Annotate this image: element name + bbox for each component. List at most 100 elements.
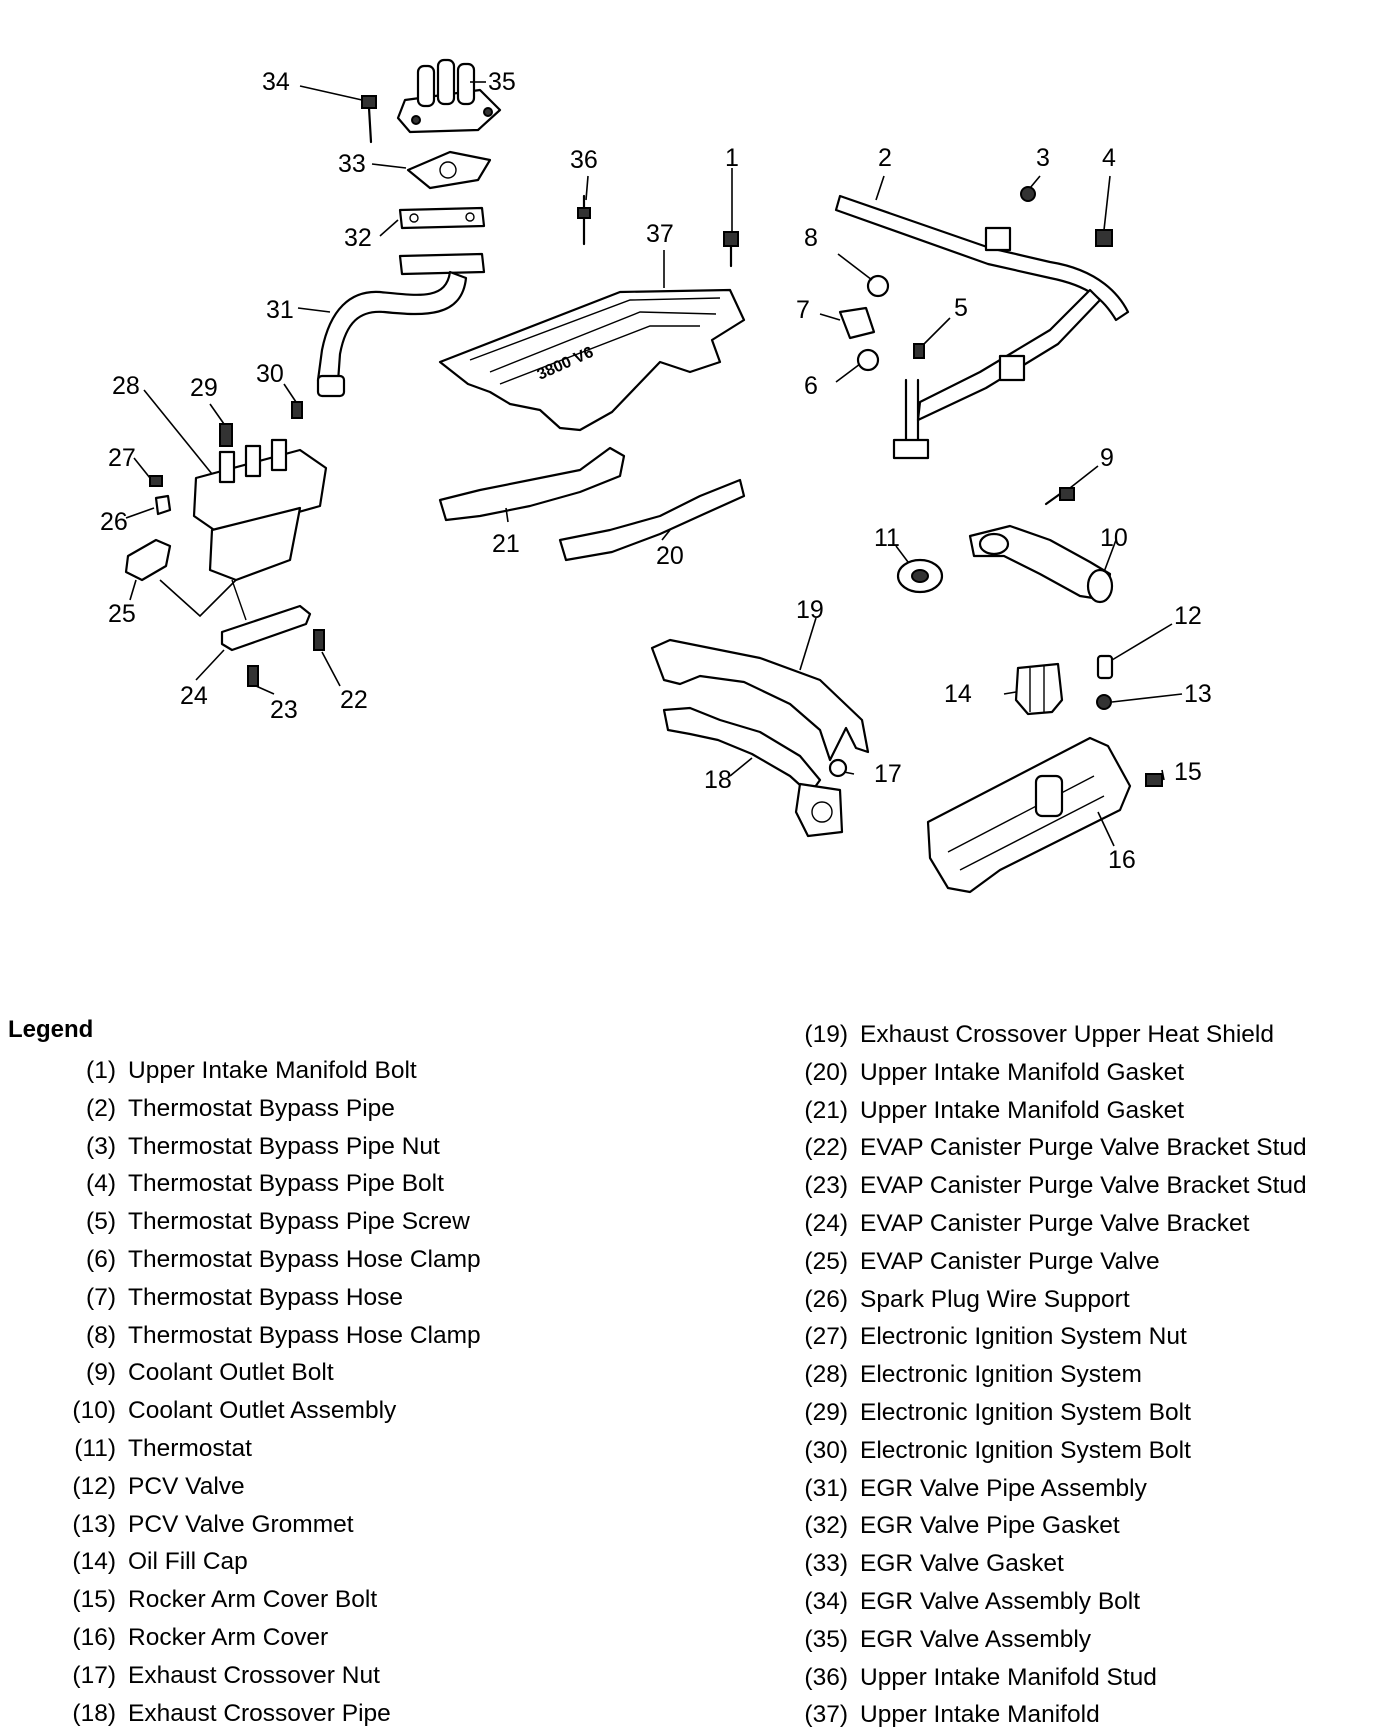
legend-item: (6) Thermostat Bypass Hose Clamp xyxy=(50,1241,481,1279)
legend-item: (15) Rocker Arm Cover Bolt xyxy=(50,1581,481,1619)
legend-item-number: (10) xyxy=(72,1397,116,1425)
callout-19: 19 xyxy=(796,596,824,624)
callout-10: 10 xyxy=(1100,524,1128,552)
nut-3-drawing xyxy=(1020,186,1036,202)
purge-valve-drawing xyxy=(124,538,172,582)
legend-item-label: Exhaust Crossover Upper Heat Shield xyxy=(860,1021,1274,1048)
leader-lines xyxy=(125,81,1183,847)
callout-31: 31 xyxy=(266,296,294,324)
legend-item-number: (25) xyxy=(804,1247,848,1275)
callout-3: 3 xyxy=(1036,144,1050,172)
legend-item-number: (31) xyxy=(804,1474,848,1502)
legend-item-number: (2) xyxy=(86,1094,116,1122)
legend-item-number: (14) xyxy=(72,1548,116,1576)
legend-item-number: (15) xyxy=(72,1586,116,1614)
legend-item-number: (6) xyxy=(86,1245,116,1273)
legend-item-label: Thermostat Bypass Pipe Bolt xyxy=(128,1170,444,1198)
legend-item-label: Exhaust Crossover Pipe xyxy=(128,1699,391,1727)
callout-6: 6 xyxy=(804,372,818,400)
legend-item-number: (21) xyxy=(804,1096,848,1124)
legend-item: (12)PCV Valve xyxy=(50,1468,481,1506)
ign-nut-27-drawing xyxy=(149,475,163,487)
rocker-arm-cover-drawing xyxy=(926,736,1132,894)
legend-item-label: Upper Intake Manifold xyxy=(860,1701,1100,1729)
gasket-21-drawing xyxy=(438,446,626,522)
legend-item: (32) EGR Valve Pipe Gasket xyxy=(782,1507,1307,1545)
legend-item: (13)PCV Valve Grommet xyxy=(50,1506,481,1544)
legend-item-number: (11) xyxy=(74,1434,116,1462)
legend-item-label: EGR Valve Pipe Assembly xyxy=(860,1474,1147,1502)
callout-17: 17 xyxy=(874,760,902,788)
legend-item: (19)Exhaust Crossover Upper Heat Shield xyxy=(782,1016,1307,1054)
legend-item-label: Thermostat Bypass Pipe xyxy=(128,1094,395,1122)
legend-item: (22)EVAP Canister Purge Valve Bracket St… xyxy=(782,1129,1306,1167)
callout-4: 4 xyxy=(1102,144,1116,172)
callout-18: 18 xyxy=(704,766,732,794)
callout-14: 14 xyxy=(944,680,972,708)
heat-shield-drawing xyxy=(650,638,870,762)
oil-fill-cap-drawing xyxy=(1014,662,1064,716)
legend-item: (33)EGR Valve Gasket xyxy=(782,1545,1307,1583)
rocker-bolt-drawing xyxy=(1145,773,1163,787)
legend-item-label: Oil Fill Cap xyxy=(128,1548,248,1576)
egr-valve-gasket-drawing xyxy=(406,150,492,190)
legend-item: (31) EGR Valve Pipe Assembly xyxy=(782,1470,1307,1508)
callout-22: 22 xyxy=(340,686,368,714)
ign-bolt-29-drawing xyxy=(219,423,233,447)
legend-right-column: (19)Exhaust Crossover Upper Heat Shield (… xyxy=(782,1016,1307,1734)
legend-item-label: Thermostat Bypass Hose Clamp xyxy=(128,1245,481,1273)
callout-5: 5 xyxy=(954,294,968,322)
callout-33: 33 xyxy=(338,150,366,178)
callout-8: 8 xyxy=(804,224,818,252)
pcv-valve-drawing xyxy=(1096,654,1114,680)
callout-9: 9 xyxy=(1100,444,1114,472)
callout-labels: 1 2 3 4 5 6 7 8 9 10 11 12 13 14 15 16 1… xyxy=(100,68,1212,874)
callout-32: 32 xyxy=(344,224,372,252)
legend-item-label: Coolant Outlet Bolt xyxy=(128,1359,334,1387)
legend-item-label: Electronic Ignition System xyxy=(860,1361,1142,1389)
legend-item: (4) Thermostat Bypass Pipe Bolt xyxy=(50,1165,481,1203)
callout-20: 20 xyxy=(656,542,684,570)
callout-21: 21 xyxy=(492,530,520,558)
legend-item: (14) Oil Fill Cap xyxy=(50,1543,481,1581)
legend-item-label: Thermostat Bypass Hose xyxy=(128,1283,404,1311)
legend-item: (35)EGR Valve Assembly xyxy=(782,1621,1307,1659)
legend-left-column: (1)Upper Intake Manifold Bolt (2) Thermost… xyxy=(50,1052,481,1732)
legend-item-number: (37) xyxy=(804,1701,848,1729)
legend-item-number: (36) xyxy=(804,1663,848,1691)
legend-item: (16)Rocker Arm Cover xyxy=(50,1619,481,1657)
legend-item-label: Thermostat Bypass Pipe Nut xyxy=(128,1132,440,1160)
legend-item-number: (32) xyxy=(804,1512,848,1540)
gasket-20-drawing xyxy=(558,478,746,562)
hose-7-drawing xyxy=(838,306,876,340)
coolant-outlet-drawing xyxy=(968,524,1114,604)
legend-item-label: Upper Intake Manifold Stud xyxy=(860,1663,1157,1691)
callout-7: 7 xyxy=(796,296,810,324)
legend-item: (10)Coolant Outlet Assembly xyxy=(50,1392,481,1430)
legend-item-label: EGR Valve Pipe Gasket xyxy=(860,1512,1120,1540)
legend-item-label: Rocker Arm Cover Bolt xyxy=(128,1586,378,1614)
callout-36: 36 xyxy=(570,146,598,174)
legend-item: (26)Spark Plug Wire Support xyxy=(782,1281,1307,1319)
legend-item-label: Thermostat Bypass Pipe Screw xyxy=(128,1208,470,1236)
legend-item-label: EVAP Canister Purge Valve Bracket xyxy=(860,1209,1250,1237)
legend-item-number: (5) xyxy=(86,1208,116,1236)
callout-27: 27 xyxy=(108,444,136,472)
ignition-system-drawing xyxy=(192,438,328,582)
legend-item: (36) Upper Intake Manifold Stud xyxy=(782,1659,1307,1697)
legend-item: (21)Upper Intake Manifold Gasket xyxy=(782,1092,1307,1130)
legend-item-number: (20) xyxy=(804,1058,848,1086)
callout-11: 11 xyxy=(874,524,900,552)
legend-item-number: (4) xyxy=(86,1170,116,1198)
legend-item-label: EGR Valve Assembly xyxy=(860,1625,1092,1653)
legend-item: (1)Upper Intake Manifold Bolt xyxy=(50,1052,481,1090)
crossover-pipe-drawing xyxy=(662,706,844,838)
purge-bracket-drawing xyxy=(220,604,312,652)
legend-item-label: Thermostat xyxy=(128,1434,252,1462)
callout-13: 13 xyxy=(1184,680,1212,708)
legend-item-number: (33) xyxy=(804,1550,848,1578)
ign-bolt-30-drawing xyxy=(291,401,303,419)
legend-item-number: (9) xyxy=(86,1359,116,1387)
legend-item: (11) Thermostat xyxy=(50,1430,481,1468)
legend-item-number: (22) xyxy=(804,1134,848,1162)
